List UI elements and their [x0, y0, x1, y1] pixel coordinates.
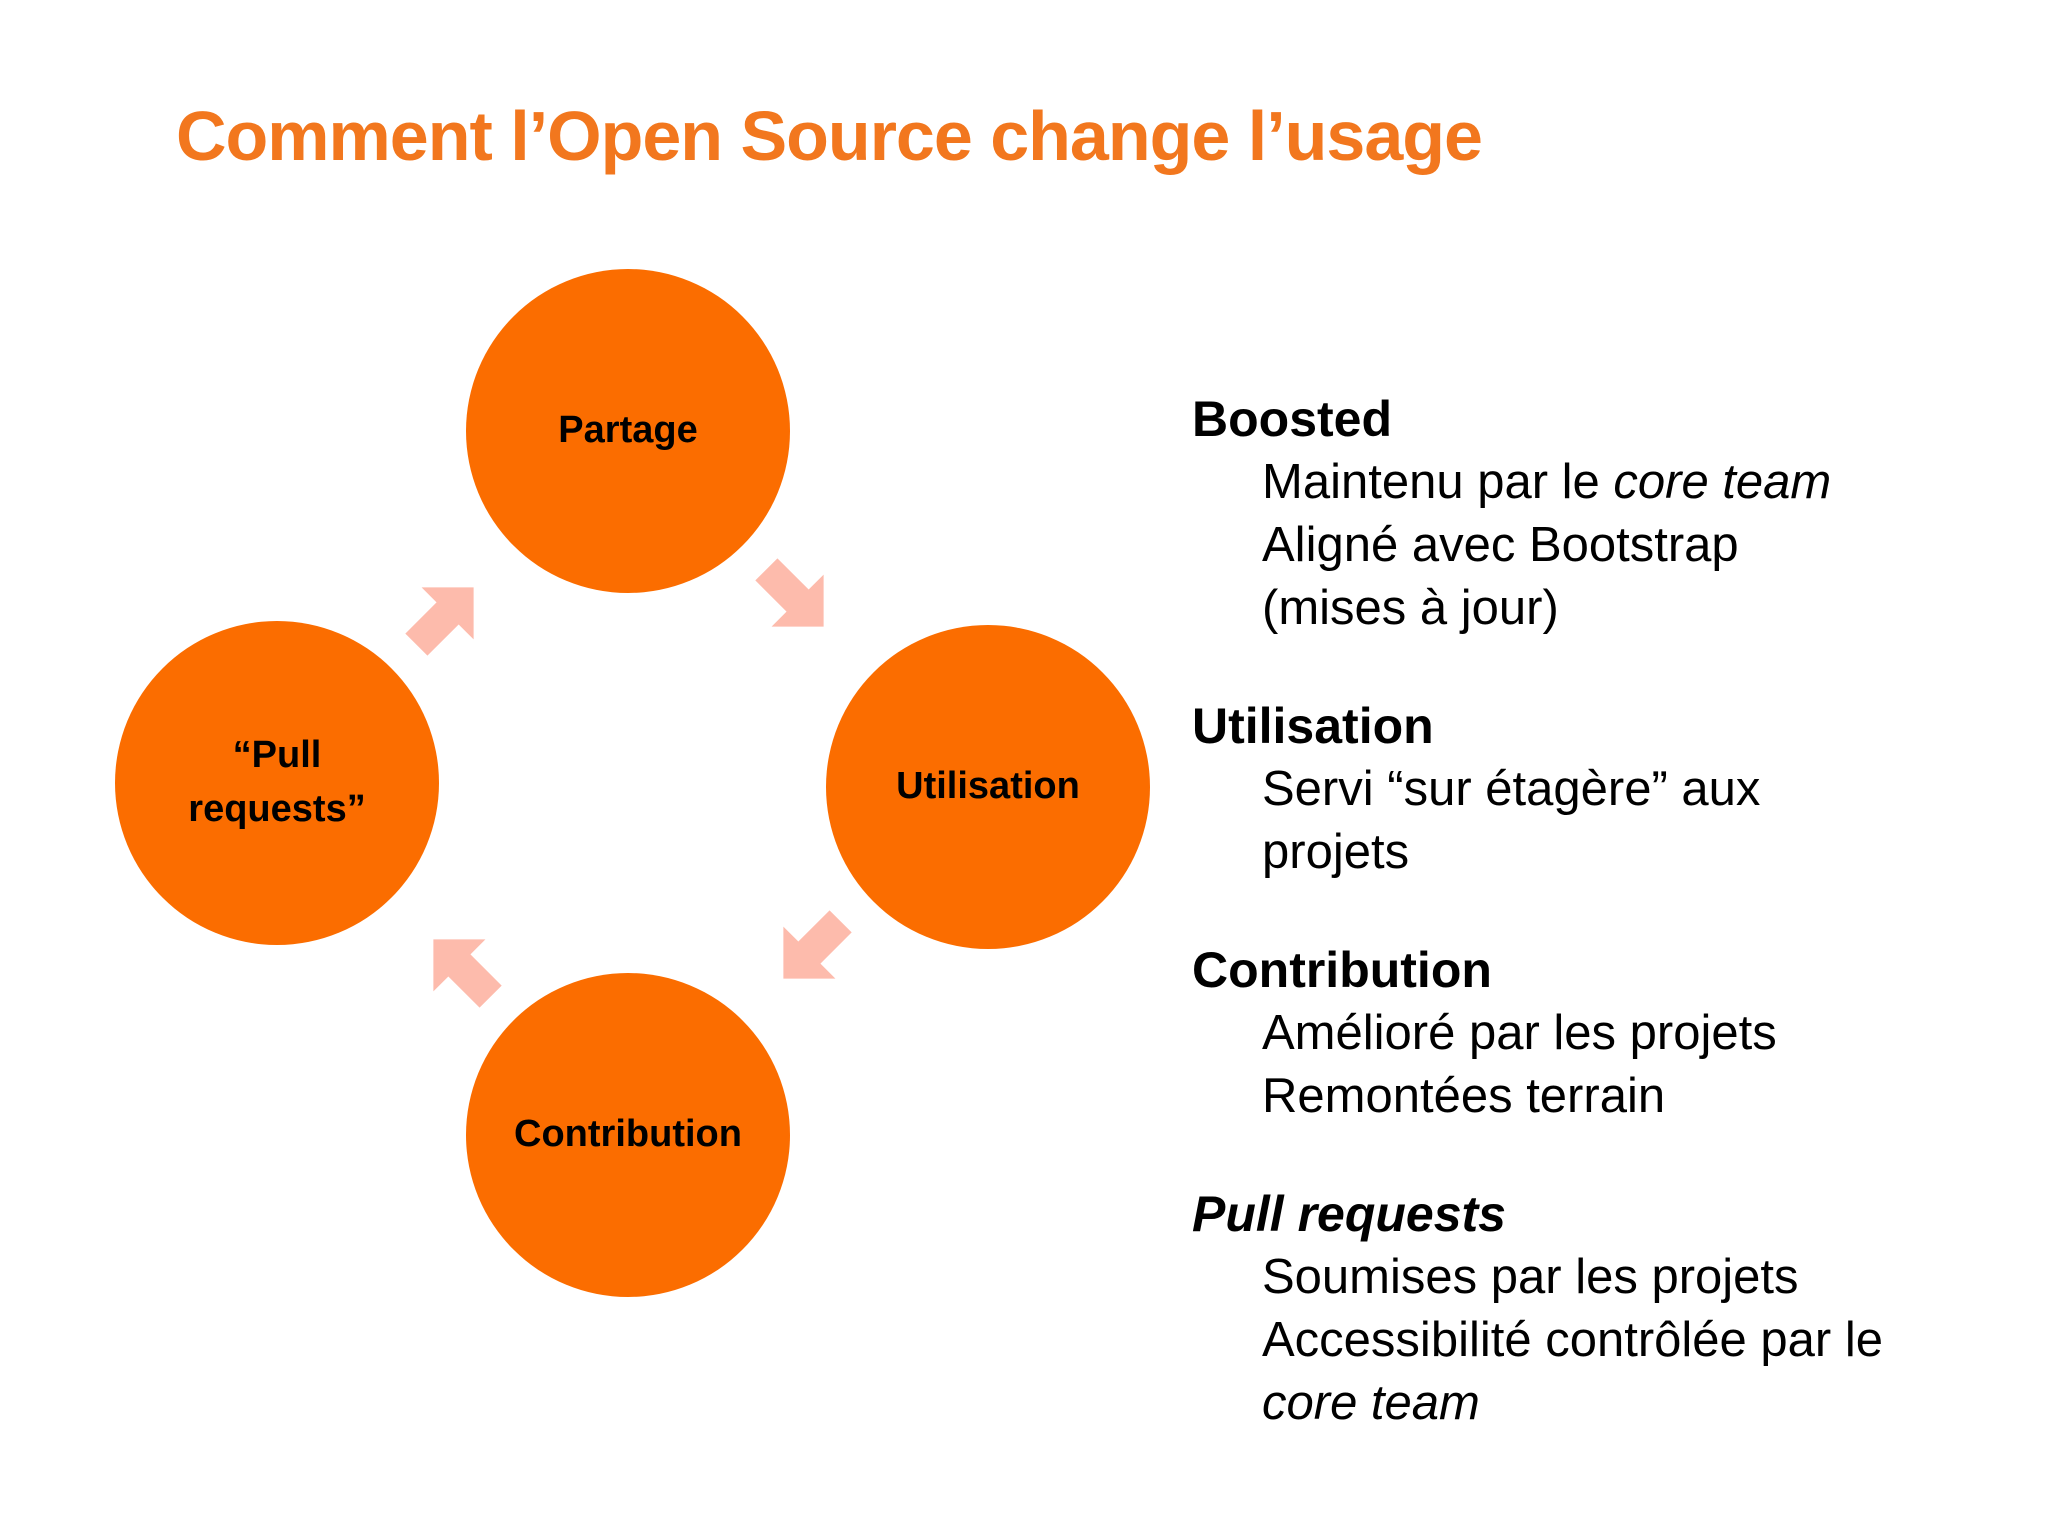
- text-segment: Remontées terrain: [1262, 1069, 1666, 1123]
- text-segment: Maintenu par le: [1262, 455, 1614, 509]
- section-line: core team: [1192, 1372, 2012, 1435]
- circle-label-contribution: Contribution: [514, 1113, 742, 1156]
- block-arrow-icon: [433, 939, 502, 1008]
- section-heading-utilisation: Utilisation: [1192, 698, 1434, 754]
- circle-utilisation: Utilisation: [826, 625, 1150, 949]
- page-title: Comment l’Open Source change l’usage: [176, 97, 1483, 175]
- circle-label-utilisation: Utilisation: [896, 765, 1080, 808]
- section-line: Maintenu par le core team: [1192, 451, 2012, 514]
- section-heading-pull-requests: Pull requests: [1192, 1186, 1506, 1242]
- text-segment: Amélioré par les projets: [1262, 1006, 1777, 1060]
- text-segment: Soumises par les projets: [1262, 1250, 1799, 1304]
- annotations-column: Boosted Maintenu par le core team Aligné…: [1192, 388, 2012, 1435]
- circle-partage: Partage: [466, 269, 790, 593]
- circle-contribution: Contribution: [466, 973, 790, 1297]
- text-segment-italic: core team: [1613, 455, 1832, 509]
- arrow-contribution-to-pull-requests: [397, 903, 527, 1033]
- text-segment: projets: [1262, 825, 1410, 879]
- section-heading-contribution: Contribution: [1192, 942, 1492, 998]
- section-line: Soumises par les projets: [1192, 1246, 2012, 1309]
- arrow-partage-to-utilisation: [730, 533, 860, 663]
- section-pull-requests: Pull requests Soumises par les projets A…: [1192, 1183, 2012, 1435]
- section-line: Remontées terrain: [1192, 1065, 2012, 1128]
- circle-pull-requests: “Pull requests”: [115, 621, 439, 945]
- section-line: Amélioré par les projets: [1192, 1002, 2012, 1065]
- block-arrow-icon: [783, 910, 852, 979]
- section-line: (mises à jour): [1192, 577, 2012, 640]
- arrow-pull-requests-to-partage: [380, 551, 510, 681]
- section-contribution: Contribution Amélioré par les projets Re…: [1192, 939, 2012, 1128]
- section-line: projets: [1192, 821, 2012, 884]
- text-segment: Accessibilité contrôlée par le: [1262, 1313, 1883, 1367]
- block-arrow-icon: [755, 558, 824, 627]
- arrow-utilisation-to-contribution: [747, 885, 877, 1015]
- section-boosted: Boosted Maintenu par le core team Aligné…: [1192, 388, 2012, 640]
- section-heading-boosted: Boosted: [1192, 391, 1392, 447]
- section-line: Accessibilité contrôlée par le: [1192, 1309, 2012, 1372]
- text-segment-italic: core team: [1262, 1376, 1480, 1430]
- section-line: Servi “sur étagère” aux: [1192, 758, 2012, 821]
- text-segment: Aligné avec Bootstrap: [1262, 518, 1739, 572]
- circle-label-partage: Partage: [558, 409, 698, 452]
- text-segment: (mises à jour): [1262, 581, 1559, 635]
- block-arrow-icon: [405, 587, 474, 656]
- section-line: Aligné avec Bootstrap: [1192, 514, 2012, 577]
- section-utilisation: Utilisation Servi “sur étagère” aux proj…: [1192, 695, 2012, 884]
- text-segment: Servi “sur étagère” aux: [1262, 762, 1761, 816]
- circle-label-pull-requests: “Pull requests”: [188, 734, 366, 830]
